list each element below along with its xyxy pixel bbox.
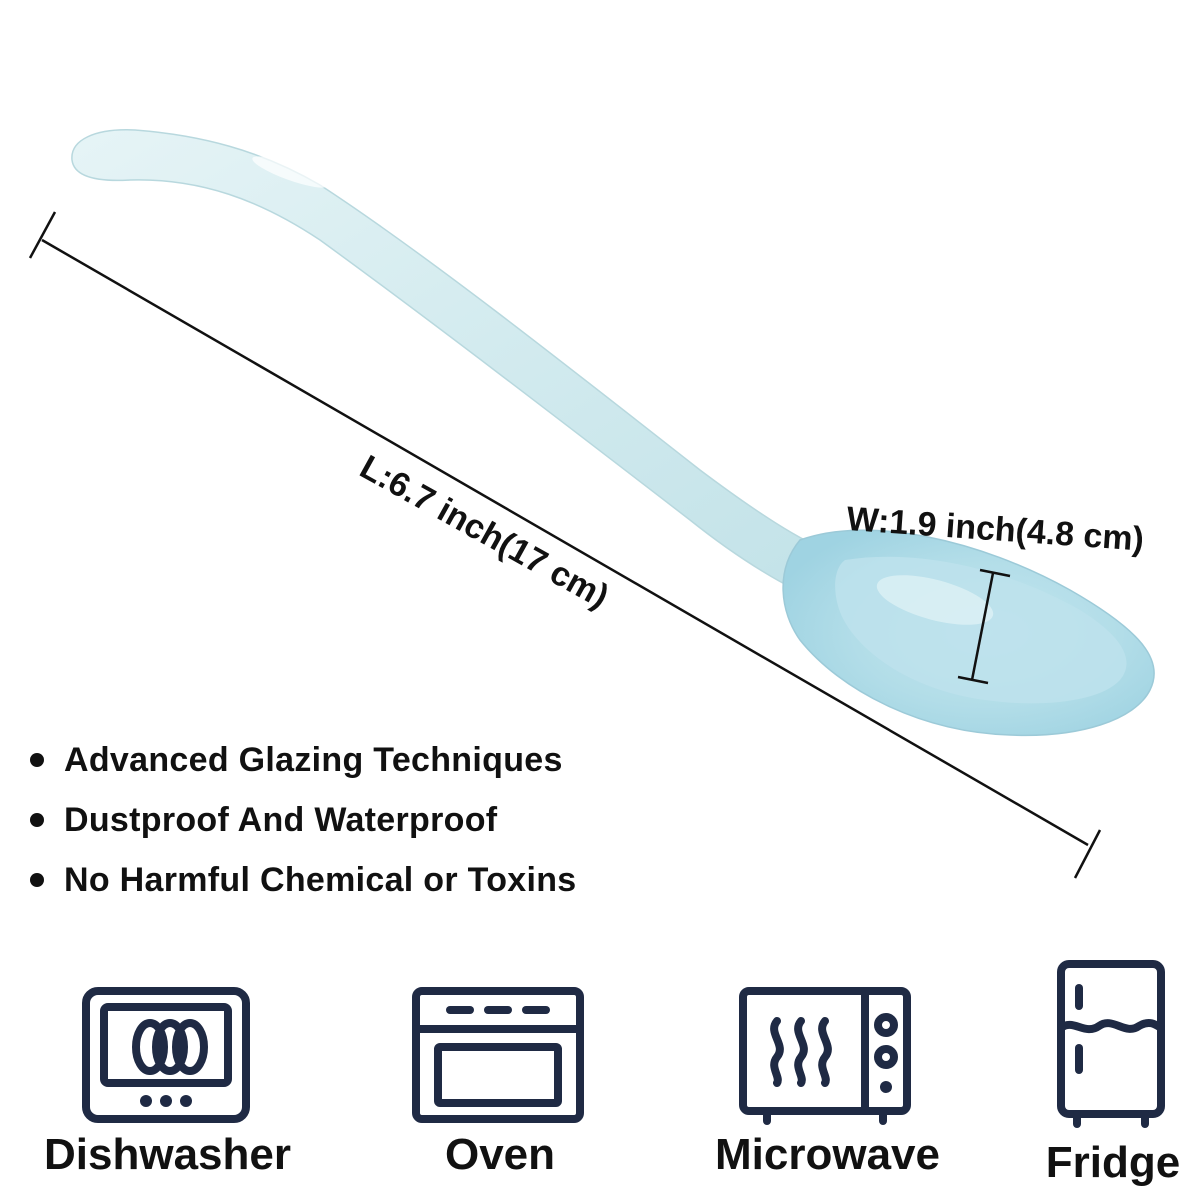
fridge-icon <box>1055 958 1167 1133</box>
microwave-icon <box>737 985 913 1130</box>
spoon-image <box>71 129 1155 737</box>
dishwasher-icon <box>80 985 252 1130</box>
feature-item: No Harmful Chemical or Toxins <box>30 850 577 910</box>
feature-item: Dustproof And Waterproof <box>30 790 577 850</box>
bullet-icon <box>30 813 44 827</box>
fridge-label: Fridge <box>1045 1138 1181 1187</box>
bowl-highlight <box>876 575 994 625</box>
bullet-icon <box>30 873 44 887</box>
microwave-label: Microwave <box>715 1130 940 1179</box>
feature-text: Advanced Glazing Techniques <box>64 740 563 779</box>
feature-list: Advanced Glazing Techniques Dustproof An… <box>30 730 577 910</box>
length-dimension-line <box>28 211 1102 879</box>
feature-item: Advanced Glazing Techniques <box>30 730 577 790</box>
dishwasher-label: Dishwasher <box>44 1130 291 1179</box>
feature-text: Dustproof And Waterproof <box>64 800 498 839</box>
handle-highlight <box>252 156 328 188</box>
oven-icon <box>410 985 586 1130</box>
feature-text: No Harmful Chemical or Toxins <box>64 860 577 899</box>
bullet-icon <box>30 753 44 767</box>
width-dimension-line <box>957 568 1011 685</box>
oven-label: Oven <box>444 1130 556 1179</box>
